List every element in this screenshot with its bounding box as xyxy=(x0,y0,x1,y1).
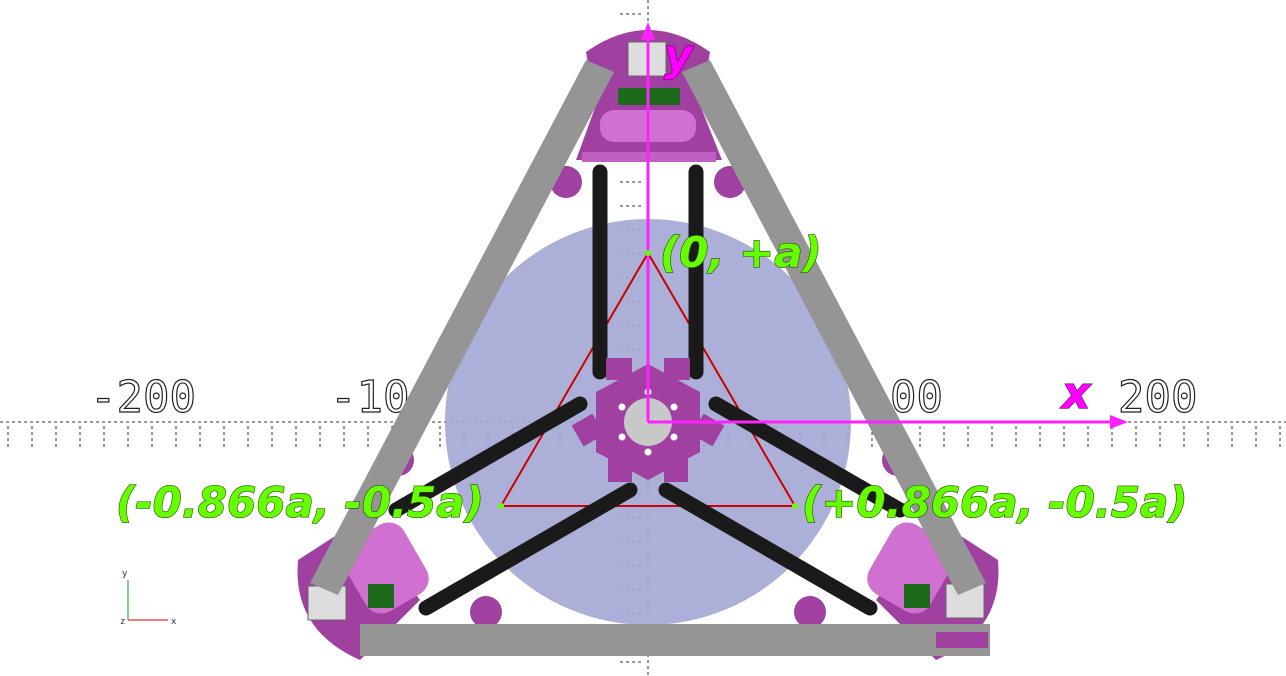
gizmo-x-label: x xyxy=(171,617,177,627)
ruler-label-neg100: -10 xyxy=(330,372,409,423)
rod-6 xyxy=(658,482,878,616)
rod-3 xyxy=(388,396,588,518)
ruler-label-pos100: 00 xyxy=(890,372,943,423)
y-axis-arrowhead xyxy=(641,22,655,40)
diagonal-rods xyxy=(388,164,908,616)
inner-red-triangle xyxy=(499,251,797,507)
vertex-marker-right xyxy=(792,503,798,509)
vertex-label-top: (0, +a) xyxy=(660,228,822,277)
rail-bottom xyxy=(360,624,990,656)
coordinate-axes xyxy=(641,22,1128,429)
x-axis-arrowhead xyxy=(1110,415,1128,429)
gizmo-z-label: z xyxy=(120,617,125,627)
vertex-label-left: (-0.866a, -0.5a) xyxy=(116,478,484,527)
x-axis-label: x xyxy=(1060,368,1092,419)
gizmo-y-label: y xyxy=(122,569,128,579)
frame-rails xyxy=(310,60,990,656)
rail-right xyxy=(682,60,986,595)
left-mount-icon xyxy=(307,585,347,621)
vertex-marker-left xyxy=(498,503,504,509)
vertex-label-right: (+0.866a, -0.5a) xyxy=(802,478,1188,527)
vertex-markers xyxy=(498,250,798,509)
rail-left xyxy=(310,60,614,595)
orientation-gizmo: y x z xyxy=(120,569,177,627)
y-axis-label: y xyxy=(664,30,695,81)
ruler-label-pos200: 200 xyxy=(1118,372,1197,423)
vertex-marker-top xyxy=(645,250,651,256)
ruler-label-neg200: -200 xyxy=(90,372,196,423)
rod-4 xyxy=(418,482,638,616)
